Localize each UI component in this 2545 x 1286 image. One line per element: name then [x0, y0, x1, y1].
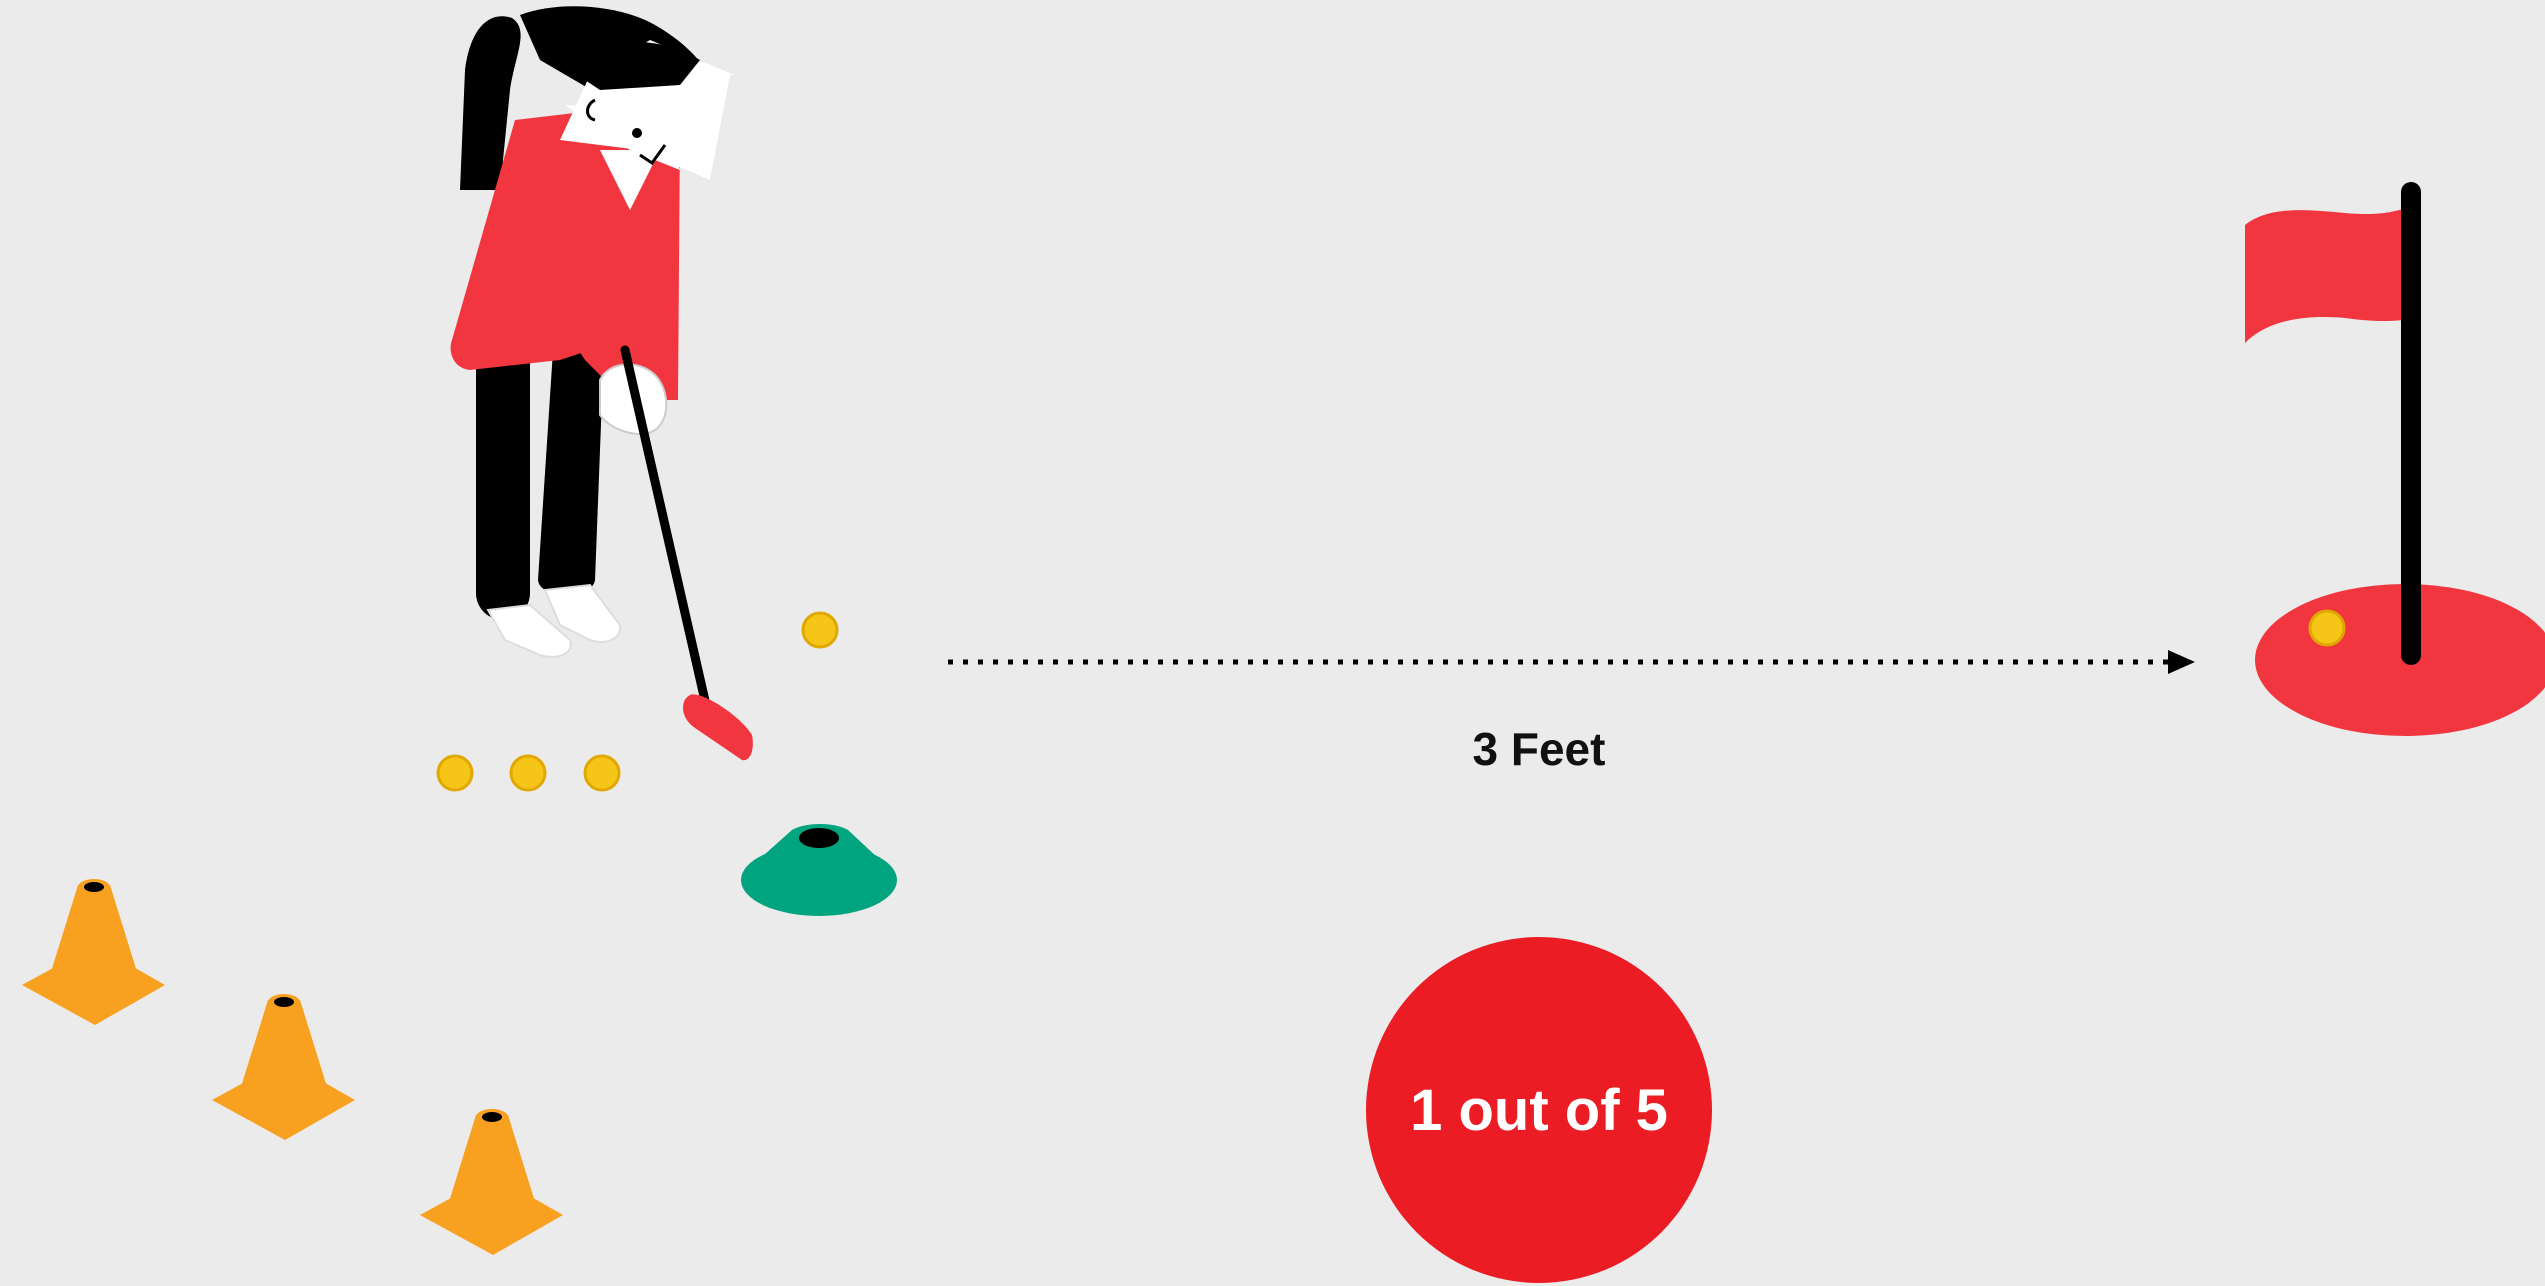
golf-ball-icon — [2310, 611, 2344, 645]
golfer-putting-icon — [451, 6, 753, 760]
traffic-cone-icon — [22, 879, 165, 1025]
traffic-cone-icon — [212, 994, 355, 1140]
golf-ball-icon — [438, 613, 837, 790]
dotted-arrow-icon — [948, 650, 2195, 674]
golf-hole-icon — [2255, 584, 2545, 736]
distance-label: 3 Feet — [1439, 722, 1639, 776]
disc-cone-marker-icon — [741, 824, 897, 916]
score-badge: 1 out of 5 — [1366, 937, 1712, 1283]
score-text: 1 out of 5 — [1410, 1077, 1668, 1144]
traffic-cone-icon — [420, 1109, 563, 1255]
